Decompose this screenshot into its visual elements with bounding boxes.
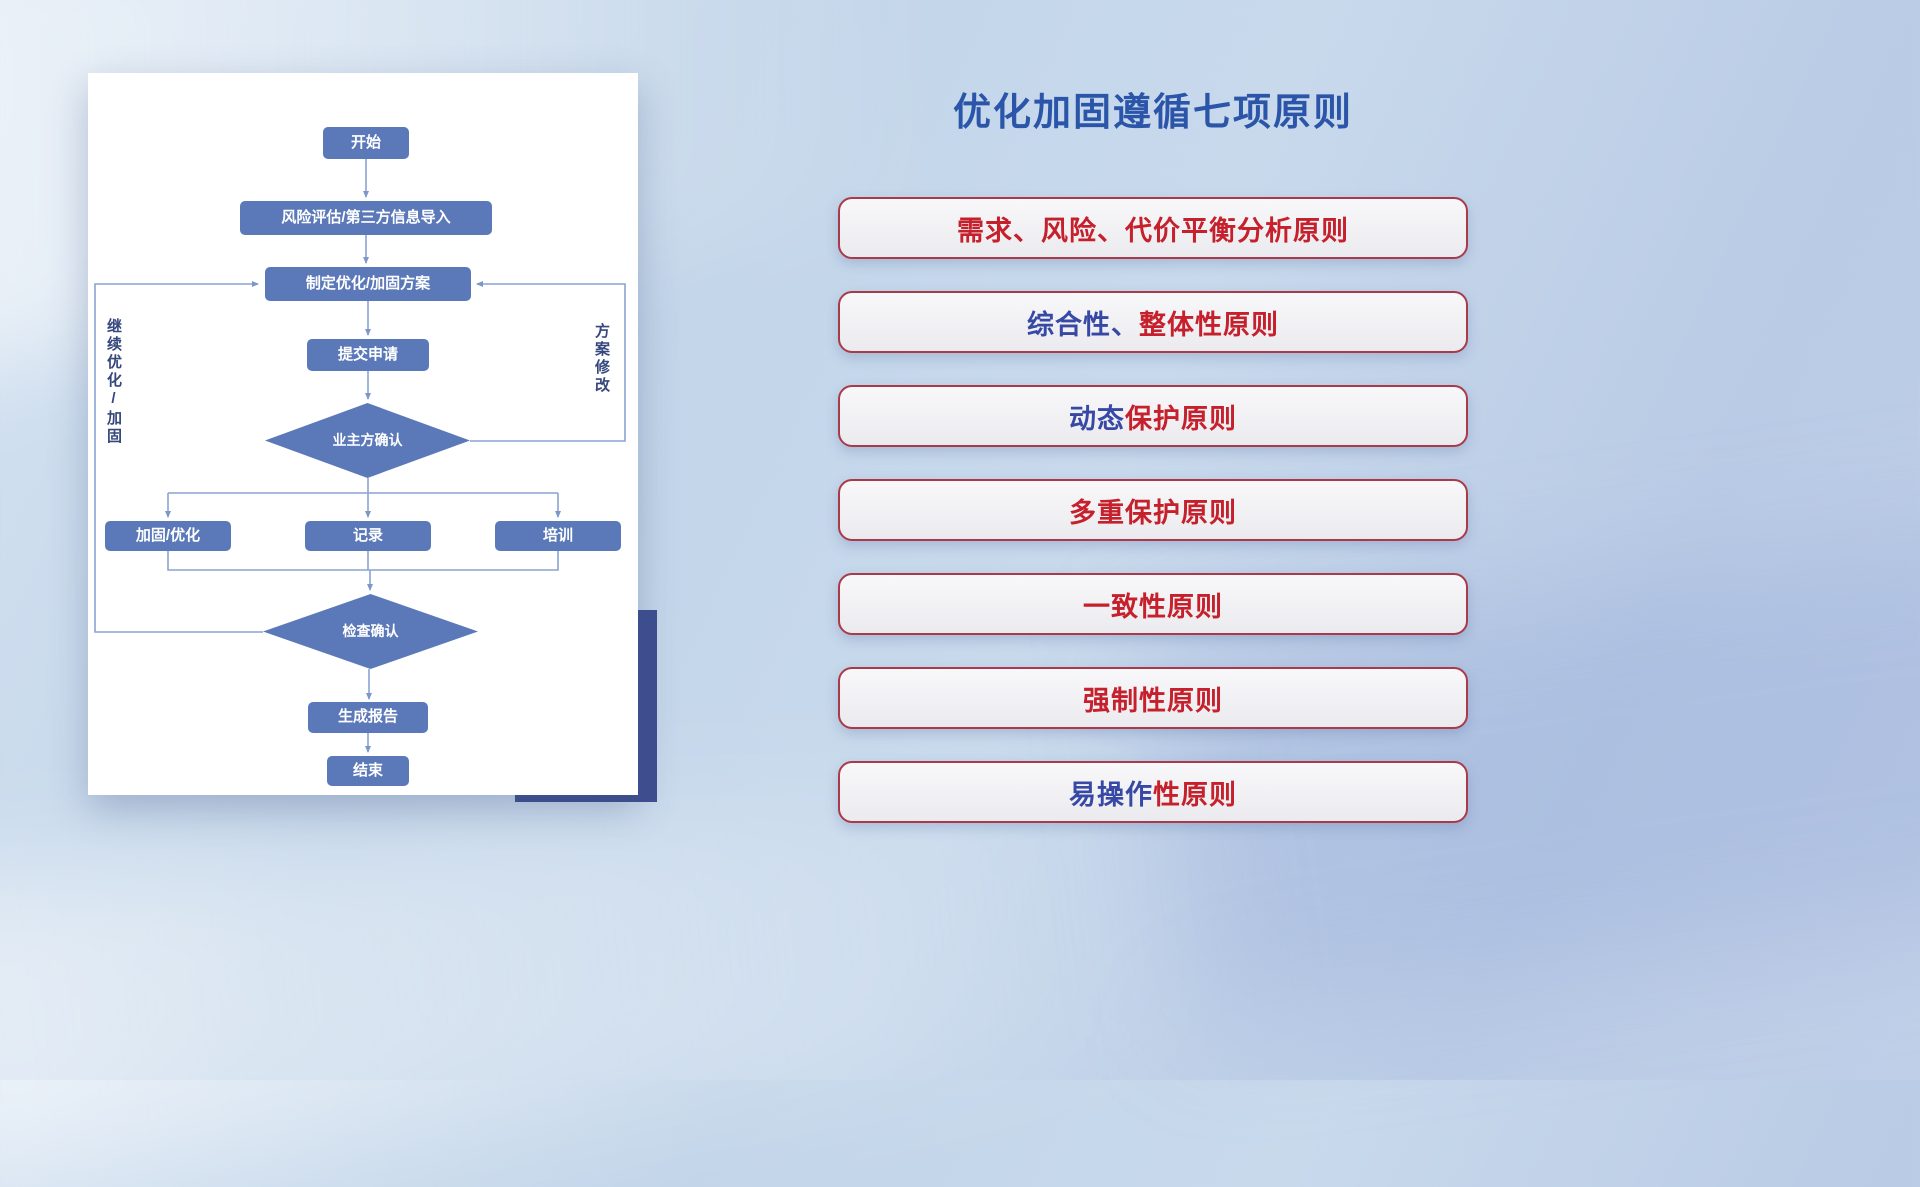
- principle-2-text-blue: 综合性、: [1027, 309, 1139, 340]
- principle-1-text-red: 需求、风险、代价平衡分析原则: [957, 215, 1349, 246]
- principle-pill-5: 一致性原则: [838, 573, 1468, 635]
- flow-node-record: 记录: [305, 521, 431, 551]
- principle-6-text-red: 强制性原则: [1083, 685, 1223, 716]
- flow-node-start: 开始: [323, 127, 409, 159]
- principle-pill-2: 综合性、整体性原则: [838, 291, 1468, 353]
- principle-pill-4: 多重保护原则: [838, 479, 1468, 541]
- principle-pill-7: 易操作性原则: [838, 761, 1468, 823]
- principle-pill-6: 强制性原则: [838, 667, 1468, 729]
- principle-3-text-blue: 动态: [1069, 403, 1125, 434]
- principle-7-text-red: 性原则: [1153, 779, 1237, 810]
- flow-node-report: 生成报告: [308, 702, 428, 733]
- page-title: 优化加固遵循七项原则: [952, 92, 1353, 134]
- principles-list: 需求、风险、代价平衡分析原则 综合性、整体性原则 动态保护原则 多重保护原则 一…: [838, 197, 1468, 823]
- principle-7-text-blue: 易操作: [1069, 779, 1153, 810]
- principle-3-text-red: 保护原则: [1125, 403, 1237, 434]
- loop-label-plan-modify: 方案修改: [593, 323, 610, 395]
- flow-node-make-plan: 制定优化/加固方案: [265, 267, 471, 301]
- flow-node-reinforce: 加固/优化: [105, 521, 231, 551]
- flow-node-end: 结束: [327, 756, 409, 786]
- flow-node-risk-import: 风险评估/第三方信息导入: [240, 201, 492, 235]
- principle-pill-3: 动态保护原则: [838, 385, 1468, 447]
- flow-node-submit: 提交申请: [307, 339, 429, 371]
- principle-2-text-red: 整体性原则: [1139, 309, 1279, 340]
- principle-pill-1: 需求、风险、代价平衡分析原则: [838, 197, 1468, 259]
- loop-label-continue-optimize: 继续优化/加固: [105, 318, 122, 446]
- flow-node-train: 培训: [495, 521, 621, 551]
- principles-panel: 优化加固遵循七项原则 需求、风险、代价平衡分析原则 综合性、整体性原则 动态保护…: [838, 86, 1468, 823]
- principle-4-text-red: 多重保护原则: [1069, 497, 1237, 528]
- principle-5-text-red: 一致性原则: [1083, 591, 1223, 622]
- flowchart-card: 开始 风险评估/第三方信息导入 制定优化/加固方案 提交申请 业主方确认 加固/…: [88, 73, 638, 795]
